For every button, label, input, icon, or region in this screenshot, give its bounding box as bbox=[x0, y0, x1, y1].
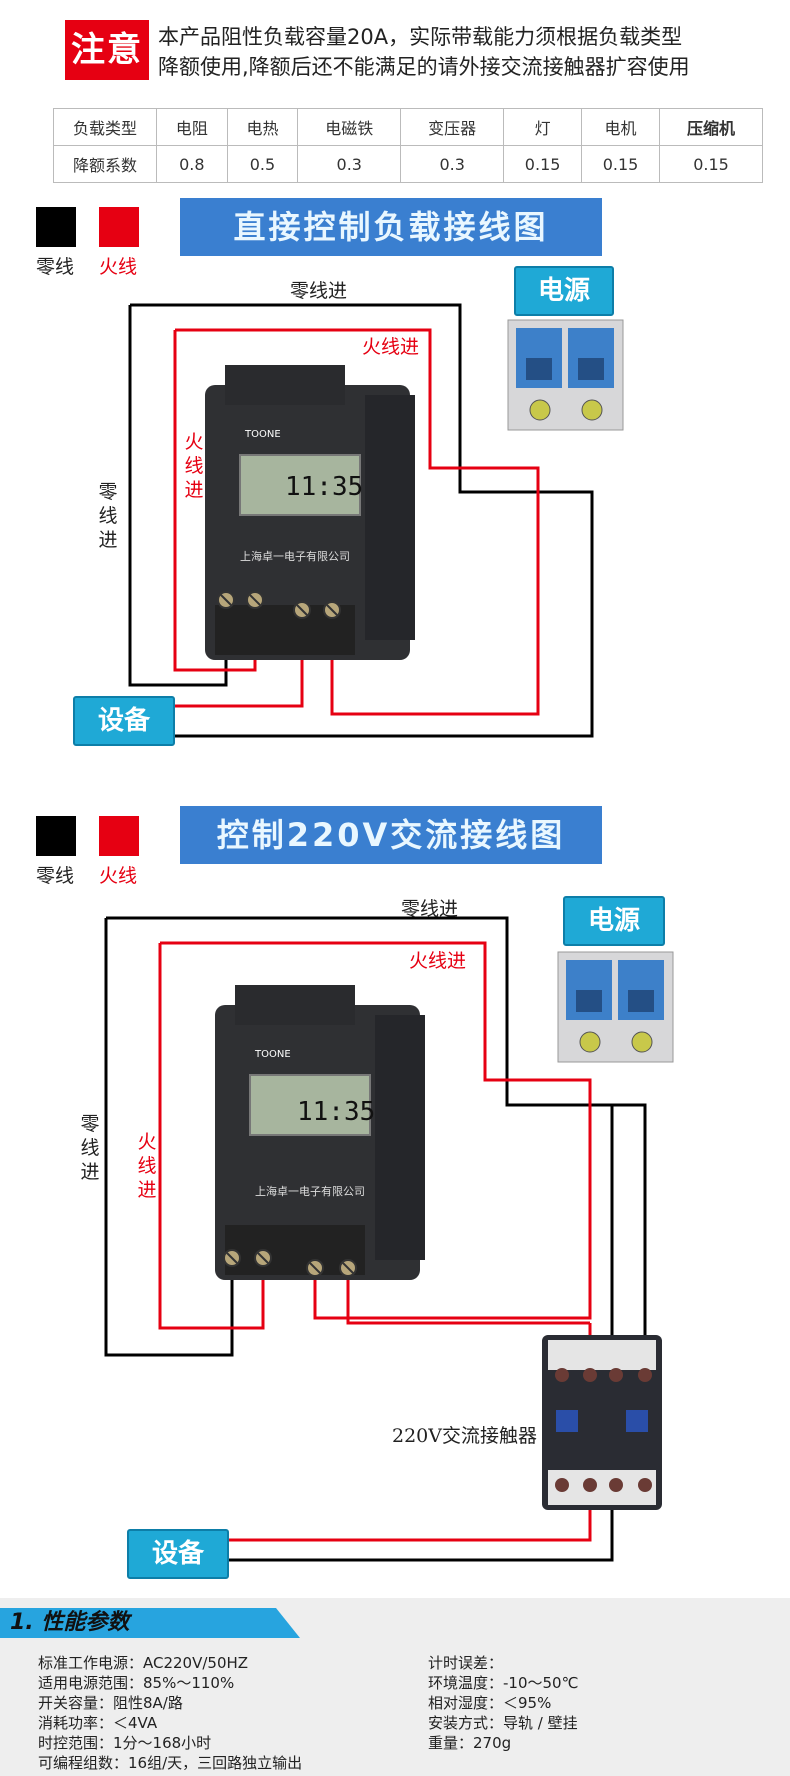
live-in-label: 火线进 bbox=[362, 336, 420, 358]
table-cell: 灯 bbox=[503, 108, 583, 146]
table-cell: 0.3 bbox=[297, 145, 402, 183]
spec-item: 计时误差： bbox=[428, 1654, 504, 1672]
svg-text:TOONE: TOONE bbox=[254, 1049, 291, 1060]
power-label: 电源 bbox=[563, 896, 665, 946]
svg-text:11:35: 11:35 bbox=[297, 1097, 375, 1127]
live-in-vertical-label: 火线进 bbox=[184, 431, 204, 501]
power-label: 电源 bbox=[514, 266, 614, 316]
svg-text:上海卓一电子有限公司: 上海卓一电子有限公司 bbox=[255, 1184, 365, 1198]
neutral-in-label: 零线进 bbox=[401, 898, 459, 920]
spec-item: 重量：270g bbox=[428, 1734, 512, 1752]
table-cell: 电阻 bbox=[156, 108, 228, 146]
notice-text: 本产品阻性负载容量20A，实际带载能力须根据负载类型 降额使用,降额后还不能满足… bbox=[158, 22, 778, 82]
live-in-label: 火线进 bbox=[409, 950, 467, 972]
neutral-in-vertical-label: 零线进 bbox=[98, 481, 118, 551]
live-in-vertical-label: 火线进 bbox=[137, 1131, 157, 1201]
table-cell: 0.8 bbox=[156, 145, 228, 183]
notice-line-1: 本产品阻性负载容量20A，实际带载能力须根据负载类型 bbox=[158, 25, 683, 49]
spec-item: 标准工作电源：AC220V/50HZ bbox=[38, 1654, 249, 1672]
legend-neutral-label: 零线 bbox=[36, 256, 75, 278]
legend-black-swatch bbox=[36, 207, 76, 247]
legend-live-label: 火线 bbox=[99, 865, 138, 887]
performance-title: 1. 性能参数 bbox=[0, 1608, 300, 1638]
spec-item: 开关容量：阻性8A/路 bbox=[38, 1694, 183, 1712]
performance-right-list: 计时误差： 环境温度：-10～50℃ 相对湿度：＜95% 安装方式：导轨 / 壁… bbox=[428, 1653, 578, 1753]
table-cell: 变压器 bbox=[400, 108, 505, 146]
contactor-label: 220V交流接触器 bbox=[392, 1425, 537, 1447]
legend-live-label: 火线 bbox=[99, 256, 138, 278]
svg-text:上海卓一电子有限公司: 上海卓一电子有限公司 bbox=[240, 549, 350, 563]
spec-item: 消耗功率：＜4VA bbox=[38, 1714, 158, 1732]
spec-item: 相对湿度：＜95% bbox=[428, 1694, 552, 1712]
performance-left-list: 标准工作电源：AC220V/50HZ 适用电源范围：85%～110% 开关容量：… bbox=[38, 1653, 302, 1773]
table-cell: 0.15 bbox=[659, 145, 763, 183]
spec-item: 环境温度：-10～50℃ bbox=[428, 1674, 579, 1692]
table-row: 负载类型 电阻 电热 电磁铁 变压器 灯 电机 压缩机 bbox=[53, 108, 763, 146]
derate-table: 负载类型 电阻 电热 电磁铁 变压器 灯 电机 压缩机 降额系数 0.8 0.5… bbox=[53, 108, 763, 183]
table-cell: 电机 bbox=[581, 108, 660, 146]
svg-text:TOONE: TOONE bbox=[244, 429, 281, 440]
table-cell: 0.3 bbox=[400, 145, 505, 183]
spec-item: 安装方式：导轨 / 壁挂 bbox=[428, 1714, 578, 1732]
table-cell: 压缩机 bbox=[659, 108, 763, 146]
svg-text:11:35: 11:35 bbox=[285, 472, 363, 502]
diagram2-title: 控制220V交流接线图 bbox=[180, 806, 602, 864]
legend-neutral-label: 零线 bbox=[36, 865, 75, 887]
spec-item: 时控范围：1分～168小时 bbox=[38, 1734, 212, 1752]
table-cell: 0.15 bbox=[581, 145, 660, 183]
table-row: 降额系数 0.8 0.5 0.3 0.3 0.15 0.15 0.15 bbox=[53, 145, 763, 183]
legend-black-swatch bbox=[36, 816, 76, 856]
spec-item: 适用电源范围：85%～110% bbox=[38, 1674, 235, 1692]
device-label: 设备 bbox=[127, 1529, 229, 1579]
table-cell: 0.15 bbox=[503, 145, 583, 183]
legend-red-swatch bbox=[99, 816, 139, 856]
notice-line-2: 降额使用,降额后还不能满足的请外接交流接触器扩容使用 bbox=[158, 55, 690, 79]
legend-red-swatch bbox=[99, 207, 139, 247]
neutral-in-vertical-label: 零线进 bbox=[80, 1113, 100, 1183]
neutral-in-label: 零线进 bbox=[290, 280, 348, 302]
row-header-factor: 降额系数 bbox=[53, 145, 157, 183]
device-label: 设备 bbox=[73, 696, 175, 746]
spec-item: 可编程组数：16组/天，三回路独立输出 bbox=[38, 1754, 303, 1772]
diagram1-title: 直接控制负载接线图 bbox=[180, 198, 602, 256]
notice-badge: 注意 bbox=[65, 20, 149, 80]
